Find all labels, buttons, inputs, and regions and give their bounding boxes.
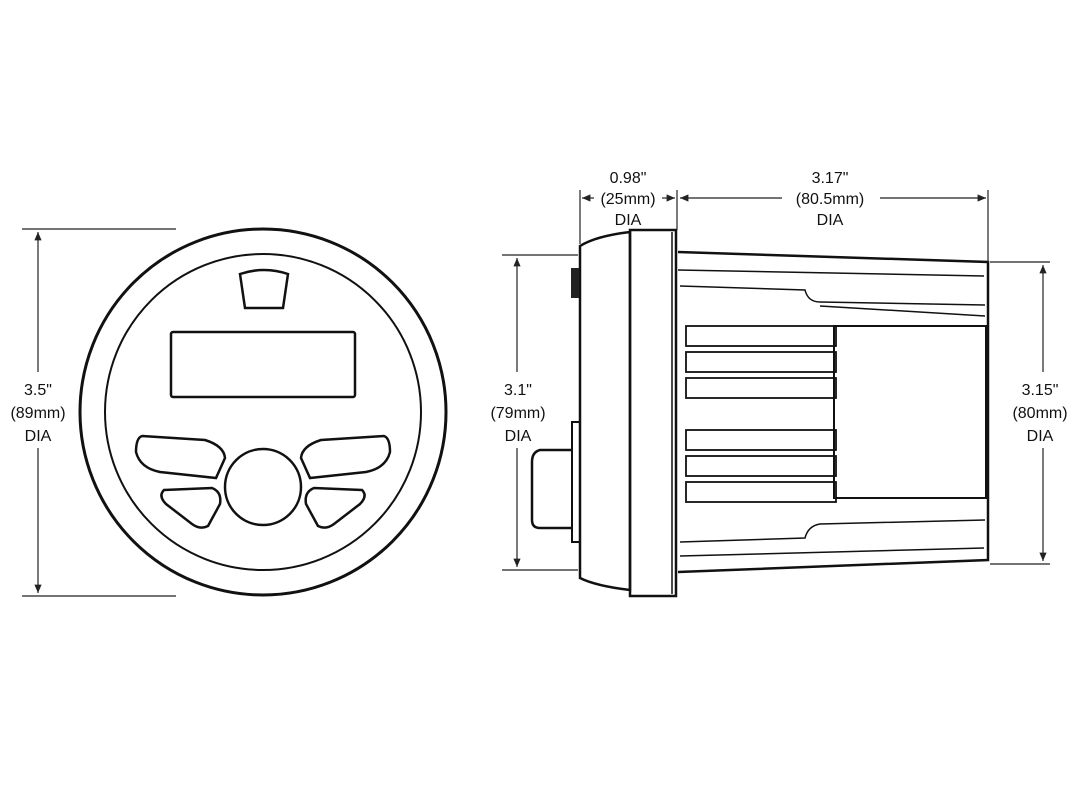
bezel-depth-mm: (25mm) — [600, 191, 655, 208]
body-depth-label: DIA — [817, 212, 844, 229]
cutout-label: DIA — [505, 428, 532, 445]
left-upper-button — [134, 434, 227, 480]
top-button — [238, 268, 290, 310]
lcd-display — [169, 330, 357, 399]
front-height-label: DIA — [25, 428, 52, 445]
chassis-body — [677, 250, 990, 574]
cutout-in: 3.1" — [504, 382, 532, 399]
front-height-mm: (89mm) — [10, 405, 65, 422]
front-height-in: 3.5" — [24, 382, 52, 399]
volume-knob — [223, 447, 303, 527]
left-lower-button — [160, 486, 222, 529]
bezel-depth-in: 0.98" — [610, 170, 647, 187]
cooling-fins — [685, 325, 837, 503]
front-view: 3.5" (89mm) DIA — [10, 227, 448, 597]
cutout-mm: (79mm) — [490, 405, 545, 422]
right-lower-button — [304, 486, 366, 529]
outer-bezel — [78, 227, 448, 597]
inner-bezel — [104, 253, 422, 571]
side-view: 0.98" (25mm) DIA 3.17" (80.5mm) DIA 3.1"… — [490, 170, 1068, 598]
body-depth-mm: (80.5mm) — [796, 191, 864, 208]
rear-knob — [530, 448, 572, 530]
bezel-depth-label: DIA — [615, 212, 642, 229]
chassis-block — [833, 325, 987, 499]
body-dia-mm: (80mm) — [1012, 405, 1067, 422]
side-tab — [571, 268, 579, 298]
body-dia-label: DIA — [1027, 428, 1054, 445]
body-depth-in: 3.17" — [812, 170, 849, 187]
bezel-flange — [628, 228, 678, 598]
right-upper-button — [299, 434, 392, 480]
body-dia-in: 3.15" — [1022, 382, 1059, 399]
bezel-face — [578, 230, 632, 592]
